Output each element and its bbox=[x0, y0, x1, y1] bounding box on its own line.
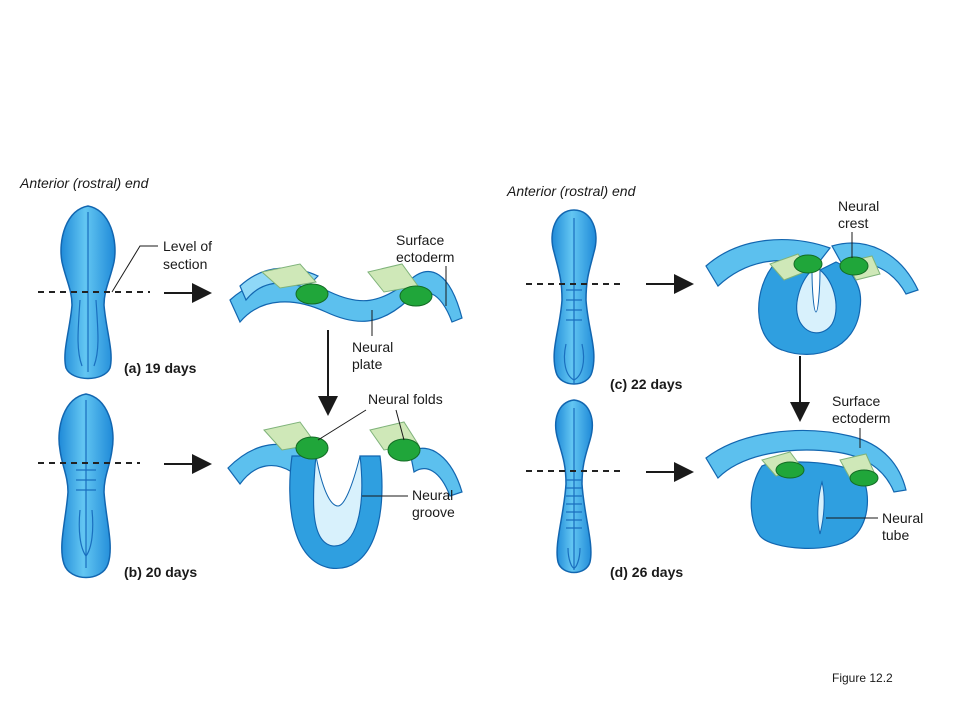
neural-tube-label-line1: Neural bbox=[882, 510, 923, 526]
level-of-section-leader bbox=[111, 245, 158, 293]
panel-b-days: 20 days bbox=[146, 564, 198, 580]
surface-ectoderm-label-2-line2: ectoderm bbox=[832, 410, 890, 426]
panel-d-letter: (d) bbox=[610, 564, 628, 580]
neural-folds-label: Neural folds bbox=[368, 391, 443, 407]
neural-plate-label-line1: Neural bbox=[352, 339, 393, 355]
surface-ectoderm-label-1-line2: ectoderm bbox=[396, 249, 454, 265]
panel-b-caption: (b) 20 days bbox=[124, 564, 197, 580]
embryo-22-days bbox=[551, 209, 597, 385]
figure-caption: Figure 12.2 bbox=[832, 671, 893, 685]
neural-folds-leaders bbox=[317, 409, 405, 441]
panel-d-caption: (d) 26 days bbox=[610, 564, 683, 580]
surface-ectoderm-label-1-line1: Surface bbox=[396, 232, 444, 248]
panel-a-letter: (a) bbox=[124, 360, 141, 376]
panel-c-letter: (c) bbox=[610, 376, 627, 392]
neural-crest-label-line1: Neural bbox=[838, 198, 879, 214]
level-of-section-label-line2: section bbox=[163, 256, 207, 272]
panel-c-days: 22 days bbox=[631, 376, 683, 392]
neural-groove-label-line2: groove bbox=[412, 504, 455, 520]
neural-crest-label-line2: crest bbox=[838, 215, 868, 231]
section-neural-crest bbox=[705, 239, 919, 355]
panel-b-letter: (b) bbox=[124, 564, 142, 580]
level-of-section-label-line1: Level of bbox=[163, 238, 212, 254]
embryo-20-days bbox=[58, 393, 114, 579]
neural-groove-label-line1: Neural bbox=[412, 487, 453, 503]
panel-c-caption: (c) 22 days bbox=[610, 376, 683, 392]
neural-plate-label-line2: plate bbox=[352, 356, 383, 372]
surface-ectoderm-label-2-line1: Surface bbox=[832, 393, 880, 409]
anterior-end-label-left: Anterior (rostral) end bbox=[19, 175, 150, 191]
section-neural-groove bbox=[227, 421, 463, 569]
embryo-26-days bbox=[554, 399, 594, 574]
section-neural-plate bbox=[229, 263, 463, 324]
anterior-end-label-right: Anterior (rostral) end bbox=[506, 183, 637, 199]
panel-a-caption: (a) 19 days bbox=[124, 360, 197, 376]
section-neural-tube bbox=[705, 429, 907, 549]
neural-tube-label-line2: tube bbox=[882, 527, 909, 543]
panel-d-days: 26 days bbox=[632, 564, 684, 580]
panel-a-days: 19 days bbox=[145, 360, 197, 376]
